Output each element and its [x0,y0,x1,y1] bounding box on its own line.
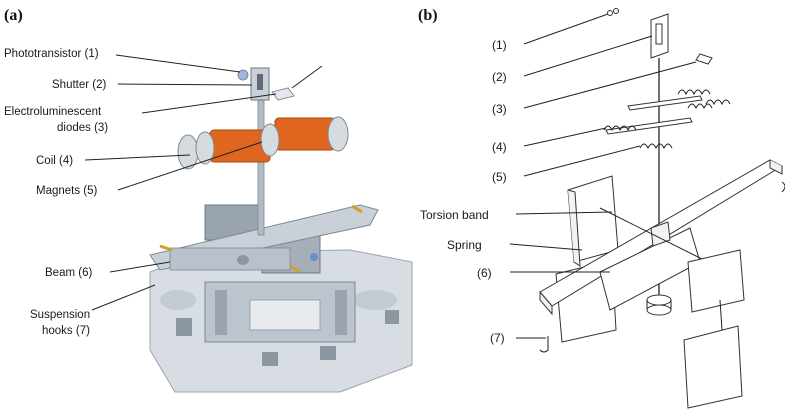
coil-flange [195,131,215,165]
label-b3: (3) [492,102,507,116]
label-b1: (1) [492,38,507,52]
frame-post [215,290,227,335]
bolt [385,310,399,324]
label-diodes-line1: Electroluminescent [4,106,102,118]
leader-spring [509,243,583,251]
bolt [176,318,192,336]
leader-coil [84,154,191,161]
label-coil: Coil (4) [36,155,73,167]
label-b5: (5) [492,170,507,184]
label-shutter: Shutter (2) [52,79,106,91]
leader-magnets [117,141,263,191]
panel-a-illustration [149,65,413,393]
leader-hooks [91,284,156,311]
coil-flange [260,123,280,157]
label-diodes-line2: diodes (3) [57,122,108,134]
bolt [320,346,336,360]
hook-b-right [781,181,785,193]
leader-b3 [523,61,697,109]
leader-b2 [523,35,653,77]
bolt [262,352,278,366]
base-hole [160,290,196,310]
leader-shutter [117,83,253,86]
sensor-dot [310,253,318,261]
leader-torsion-band [515,211,613,215]
leader-b5 [523,145,641,177]
frame-post [335,290,347,335]
phototransistor-b [613,8,619,14]
mirror-block [249,299,321,331]
hook-gold [351,204,363,214]
leader-b4 [523,127,607,147]
panel-b-tag: (b) [418,7,438,24]
torsion-clamp [650,221,671,247]
spring-coils-lower [603,125,673,150]
diode-b [695,53,713,65]
coil-flange [327,116,349,152]
spring-coils-upper [677,89,731,110]
label-spring: Spring [447,238,482,252]
coil-right [274,117,336,151]
label-hooks-line2: hooks (7) [42,325,90,337]
label-b7: (7) [490,331,505,345]
leader-phototransistor [115,54,241,73]
panel-a-leaders [84,54,277,311]
hook-b-left [539,336,549,353]
phototransistor [237,69,249,81]
leader-diodes [141,93,277,114]
label-b2: (2) [492,70,507,84]
panel-a-tag: (a) [4,7,23,24]
label-torsion-band: Torsion band [420,208,489,222]
mirror-wheel [646,294,672,306]
label-b4: (4) [492,140,507,154]
leader-beam [109,261,171,273]
label-beam: Beam (6) [45,267,92,279]
panel-b-leaders [509,13,697,339]
crossbar-lower [605,117,693,135]
beam-hole [237,255,249,265]
panel-b-illustration [539,8,785,409]
shutter-slit [257,74,263,90]
diode-housing [271,87,295,101]
leader-b1 [523,13,609,45]
phototransistor-b [607,10,613,16]
diode-wire [291,65,323,89]
base-hole [353,290,397,310]
torsion-band-line [599,207,721,269]
suspension-rod [257,94,265,236]
label-phototransistor: Phototransistor (1) [4,48,99,60]
frame-block-right-lower [683,325,743,409]
frame-block-right [687,249,745,313]
label-magnets: Magnets (5) [36,185,98,197]
label-b6: (6) [477,266,492,280]
crossbar-upper [627,95,703,111]
hook-gold [159,244,173,252]
beam-arm [169,247,291,271]
label-hooks-line1: Suspension [30,309,90,321]
shutter-slit-b [655,23,663,45]
hook-gold [289,264,301,274]
